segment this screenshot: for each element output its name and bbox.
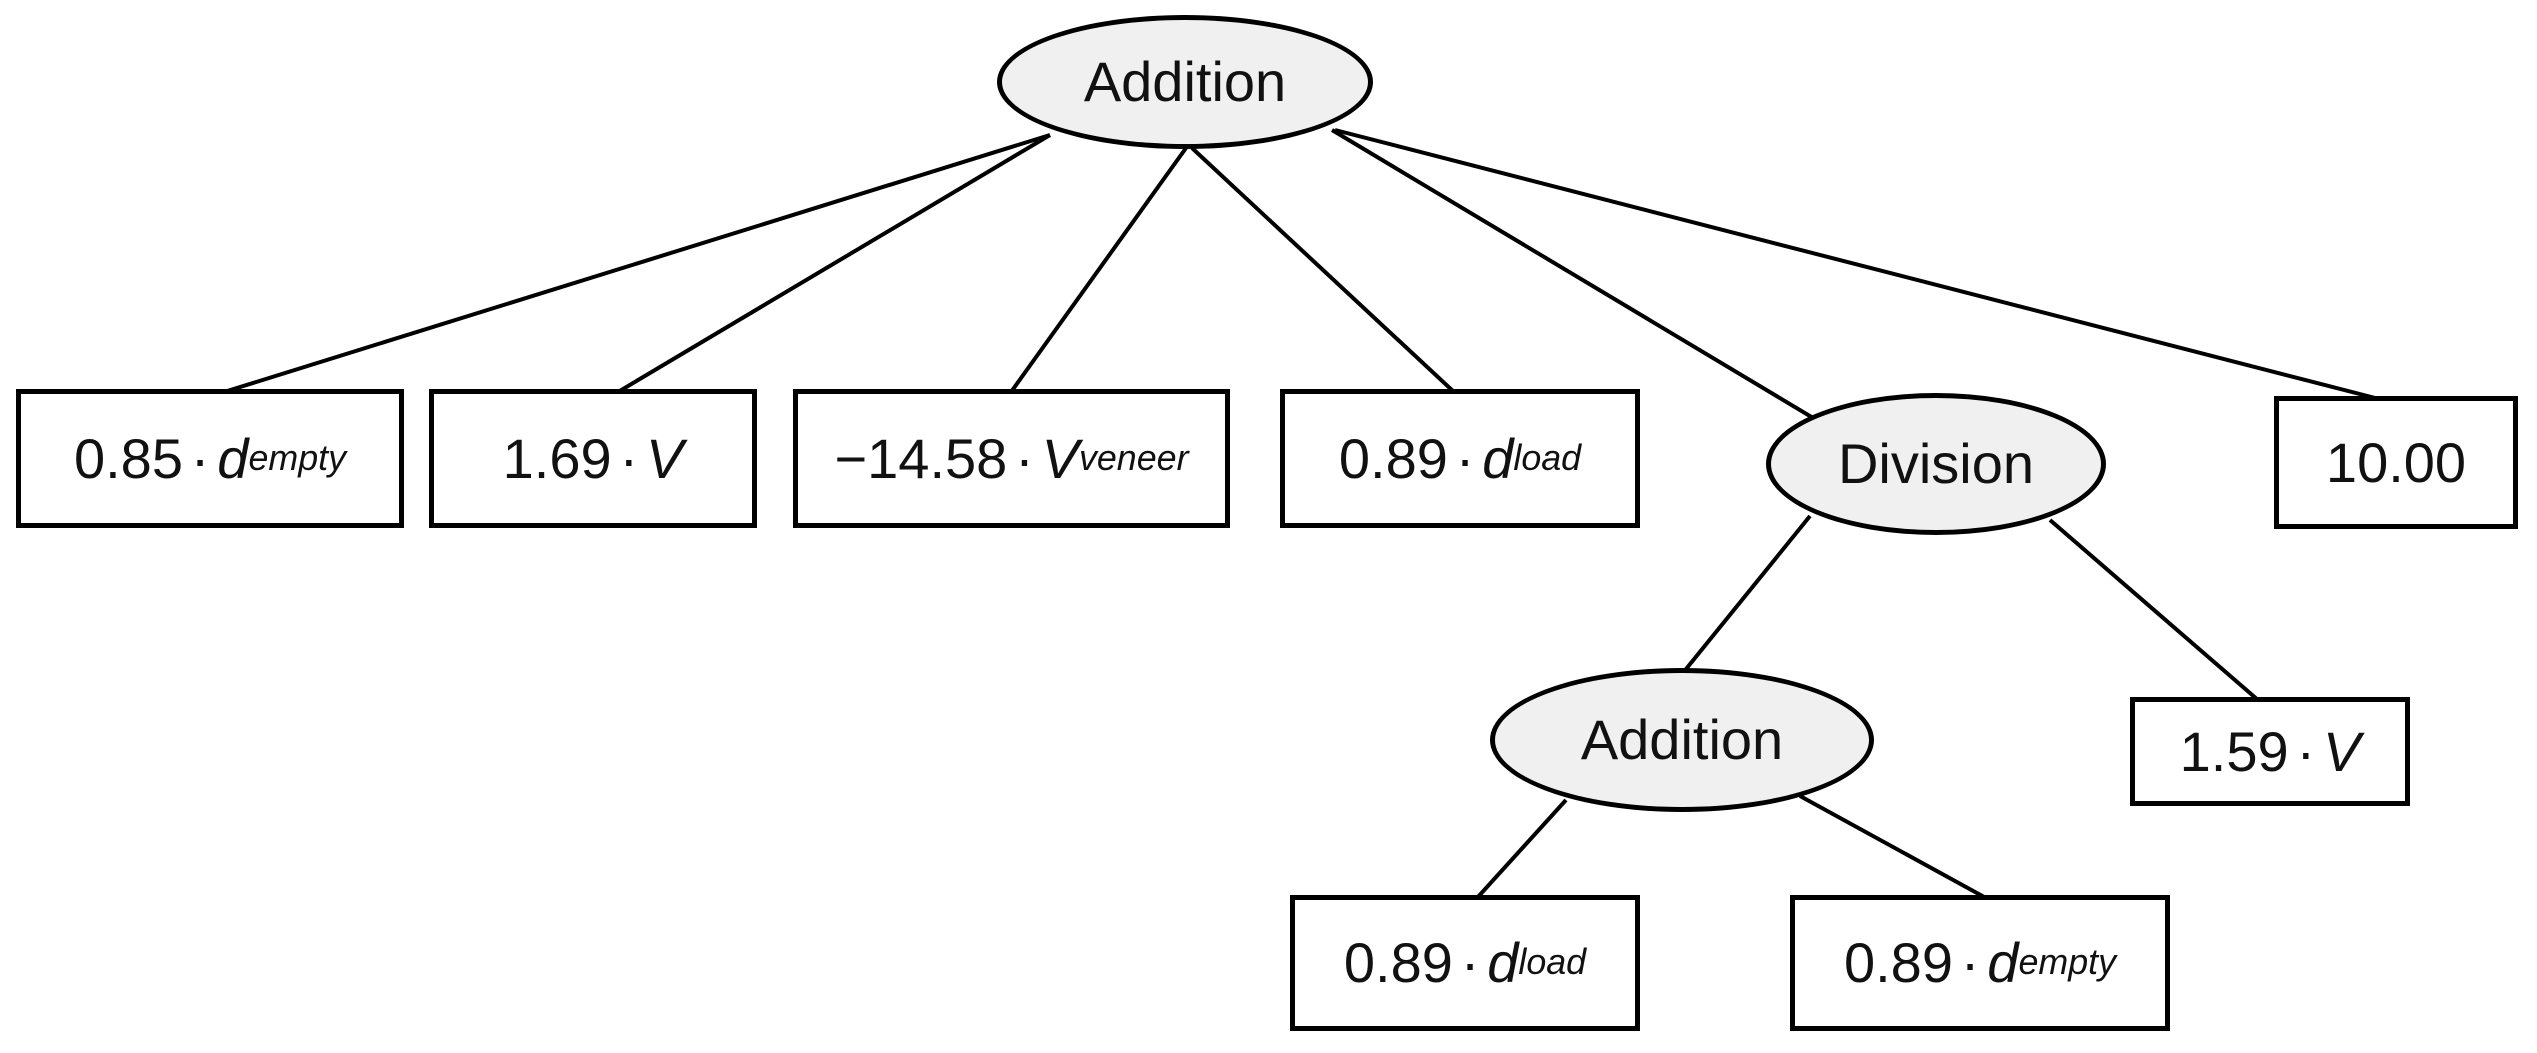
edge-root-t10	[1334, 128, 2384, 402]
term-variable: V	[645, 426, 684, 490]
multiply-dot: ·	[1460, 931, 1480, 994]
term-subscript: load	[1518, 942, 1587, 983]
multiply-dot: ·	[1960, 931, 1980, 994]
multiply-dot: ·	[1455, 426, 1475, 490]
term-coefficient: 0.89	[1843, 931, 1953, 994]
term-variable: V	[1041, 426, 1079, 490]
edge-root-t4	[1190, 146, 1456, 394]
multiply-dot: ·	[1015, 426, 1034, 490]
edge-root-t1	[223, 133, 1051, 394]
term-subscript: empty	[2018, 942, 2117, 983]
term-variable: V	[2322, 719, 2361, 783]
multiply-dot: ·	[619, 426, 639, 490]
term-variable: d	[1482, 426, 1514, 490]
multiply-dot: ·	[190, 426, 210, 490]
term-coefficient: 10.00	[2325, 430, 2467, 494]
edge-div-t159	[2048, 518, 2260, 702]
term-variable: d	[1987, 931, 2019, 994]
operator-label: Addition	[1580, 708, 1784, 771]
term-subscript: empty	[248, 437, 347, 478]
operator-node-add2: Addition	[1490, 668, 1874, 812]
edge-add2-t4b	[1475, 798, 1568, 900]
edge-root-t3	[1009, 146, 1188, 394]
term-node-t159: 1.59·V	[2130, 697, 2410, 806]
operator-node-div: Division	[1766, 393, 2106, 535]
operator-node-root: Addition	[997, 15, 1373, 149]
edge-add2-t1b	[1799, 794, 1987, 900]
term-node-t10: 10.00	[2274, 396, 2518, 529]
term-subscript: load	[1513, 437, 1582, 478]
term-subscript: veneer	[1078, 437, 1189, 478]
edge-div-add2	[1663, 514, 1812, 697]
multiply-dot: ·	[2296, 719, 2316, 783]
term-coefficient: 1.59	[2179, 719, 2289, 783]
term-coefficient: 0.89	[1343, 931, 1453, 994]
term-coefficient: 1.69	[502, 426, 612, 490]
term-coefficient: 0.85	[73, 426, 183, 490]
operator-label: Division	[1837, 432, 2035, 495]
edge-root-t2	[616, 133, 1052, 394]
term-variable: d	[217, 426, 249, 490]
edge-root-div	[1330, 128, 1852, 442]
term-node-t2: 1.69·V	[429, 389, 757, 528]
term-variable: d	[1487, 931, 1519, 994]
term-coefficient: −14.58	[834, 426, 1008, 490]
operator-label: Addition	[1083, 50, 1287, 113]
term-coefficient: 0.89	[1338, 426, 1448, 490]
